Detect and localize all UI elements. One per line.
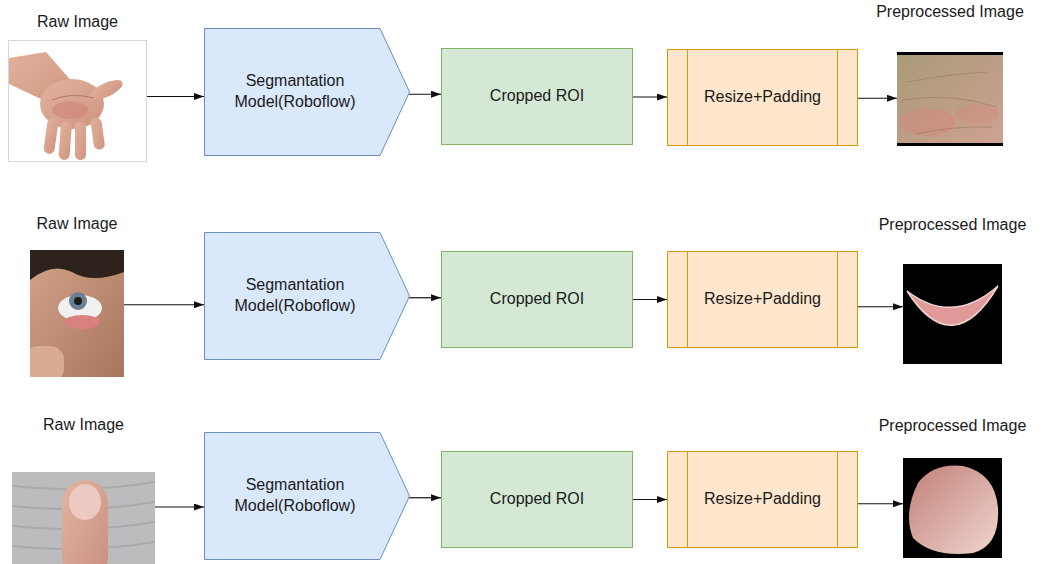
padding-ground <box>903 458 1002 558</box>
flow-arrow <box>858 306 903 307</box>
pentagon-shape <box>205 29 410 156</box>
skin-patch <box>955 104 999 124</box>
flow-arrow <box>858 98 897 99</box>
image-panel: Preprocessed Image <box>897 52 1003 146</box>
side-bar <box>837 49 838 146</box>
flow-arrow <box>409 497 441 498</box>
image-caption: Raw Image <box>43 415 124 436</box>
lower-lid <box>64 315 100 329</box>
illustration <box>12 472 155 564</box>
step-label: Cropped ROI <box>453 86 621 107</box>
skin-crop <box>897 55 1003 143</box>
skin-patch <box>52 101 88 119</box>
finger <box>43 117 59 154</box>
process-box: Cropped ROI <box>441 251 633 348</box>
finger <box>30 346 64 377</box>
flow-arrow <box>633 299 667 300</box>
image-caption: Preprocessed Image <box>876 2 1024 23</box>
illustration <box>903 458 1002 558</box>
iris <box>69 292 87 310</box>
padding-ground <box>903 264 1002 364</box>
step-label: Resize+Padding <box>692 289 833 310</box>
side-bar <box>687 451 688 548</box>
flow-arrow <box>147 96 204 97</box>
image-panel: Raw Image <box>12 472 155 564</box>
finger <box>75 122 86 160</box>
image-caption: Preprocessed Image <box>879 215 1027 236</box>
step-label: Segmantation Model(Roboflow) <box>217 275 373 317</box>
predefined-process-box: Resize+Padding <box>667 49 858 146</box>
image-caption: Raw Image <box>37 12 118 33</box>
skin-crease <box>902 97 997 107</box>
process-box: Cropped ROI <box>441 48 633 145</box>
image-caption: Preprocessed Image <box>879 416 1027 437</box>
skin-crease <box>907 72 987 82</box>
flow-arrow <box>124 304 204 305</box>
step-label: Resize+Padding <box>692 87 833 108</box>
step-label: Segmantation Model(Roboflow) <box>217 71 373 113</box>
thumb <box>87 76 126 104</box>
step-label: Segmantation Model(Roboflow) <box>217 475 373 517</box>
predefined-process-box: Resize+Padding <box>667 251 858 348</box>
image-panel: Raw Image <box>30 250 124 377</box>
side-bar <box>687 251 688 348</box>
flow-arrow <box>409 94 441 95</box>
illustration <box>30 250 124 377</box>
palm-crease <box>52 95 94 100</box>
finger <box>90 117 105 150</box>
process-box: Cropped ROI <box>441 451 633 548</box>
side-bar <box>837 451 838 548</box>
finger <box>58 122 72 161</box>
predefined-process-box: Resize+Padding <box>667 451 858 548</box>
illustration <box>897 52 1003 146</box>
pentagon-shape <box>205 233 410 360</box>
side-bar <box>837 251 838 348</box>
pentagon-shape <box>205 433 410 560</box>
conjunctiva-crop <box>907 286 998 325</box>
image-panel: Preprocessed Image <box>903 264 1002 364</box>
flow-arrow <box>409 297 441 298</box>
photo-ground <box>9 41 147 162</box>
flow-arrow <box>633 499 667 500</box>
illustration <box>8 40 147 162</box>
side-bar <box>687 49 688 146</box>
illustration <box>903 264 1002 364</box>
image-panel: Preprocessed Image <box>903 458 1002 558</box>
pentagon-outline <box>204 232 410 360</box>
flow-arrow <box>633 96 667 97</box>
step-label: Cropped ROI <box>453 489 621 510</box>
pentagon-outline <box>204 28 410 156</box>
model-pentagon: Segmantation Model(Roboflow) <box>204 232 410 360</box>
fingernail <box>69 484 101 520</box>
flow-arrow <box>155 506 204 507</box>
flow-arrow <box>858 503 903 504</box>
image-caption: Raw Image <box>37 214 118 235</box>
image-panel: Raw Image <box>8 40 147 162</box>
pentagon-outline <box>204 432 410 560</box>
model-pentagon: Segmantation Model(Roboflow) <box>204 432 410 560</box>
finger <box>62 480 108 564</box>
hair <box>30 250 124 280</box>
pupil <box>74 297 82 305</box>
padding-ground <box>897 52 1003 146</box>
skin-crease <box>917 127 992 134</box>
step-label: Cropped ROI <box>453 289 621 310</box>
step-label: Resize+Padding <box>692 489 833 510</box>
model-pentagon: Segmantation Model(Roboflow) <box>204 28 410 156</box>
nail-crop <box>909 466 998 554</box>
